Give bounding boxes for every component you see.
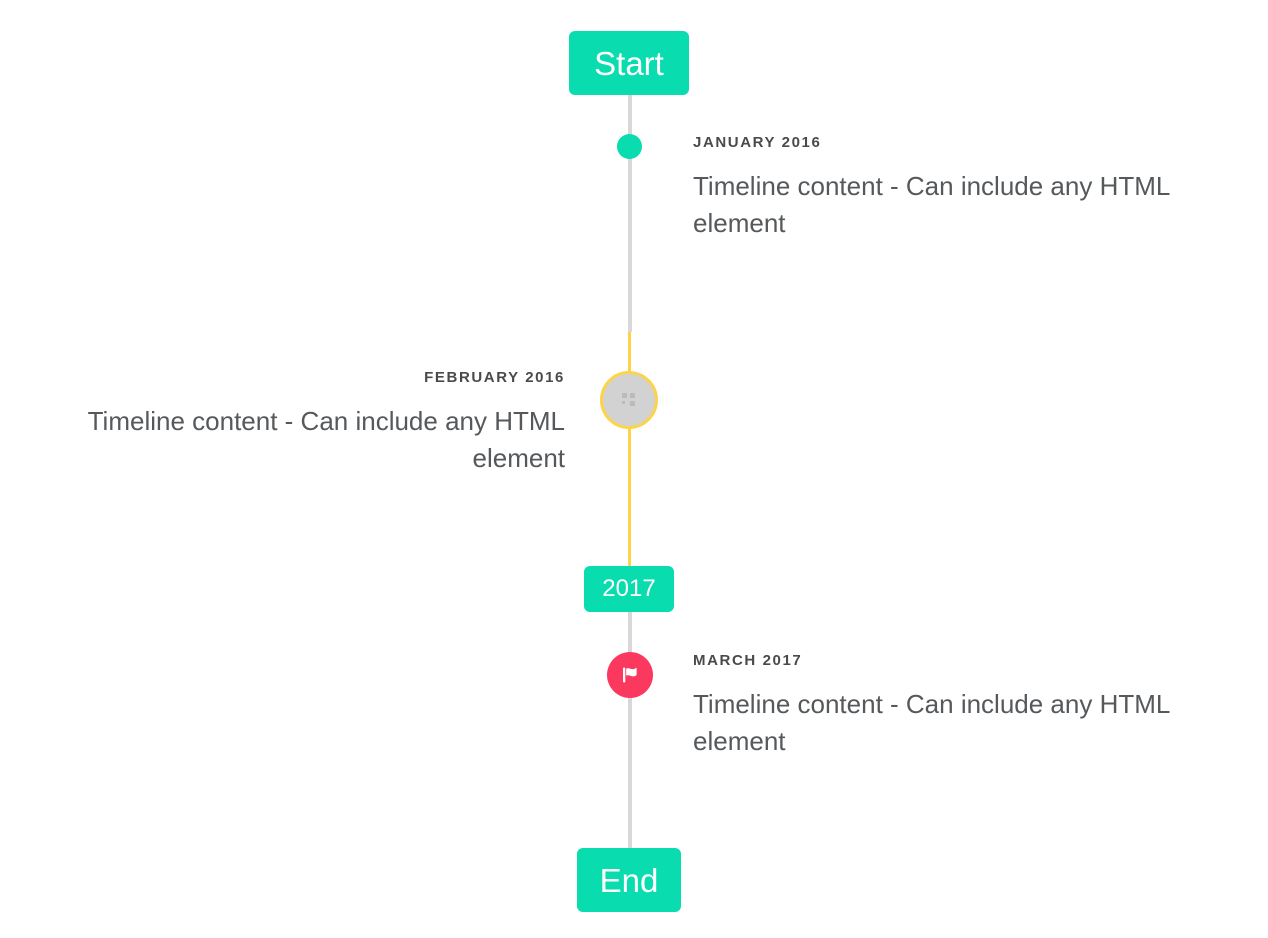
timeline-line-segment-active [628,332,631,566]
placeholder-glyph-icon [622,393,635,406]
timeline-entry-body: Timeline content - Can include any HTML … [87,406,565,473]
timeline-entry-march: MARCH 2017 Timeline content - Can includ… [693,653,1223,760]
timeline-line-segment-bottom [628,612,632,852]
timeline-entry-body: Timeline content - Can include any HTML … [693,171,1170,238]
timeline-entry-date: JANUARY 2016 [693,134,822,151]
timeline-marker-dot-january[interactable] [617,134,642,159]
timeline-entry-january: JANUARY 2016 Timeline content - Can incl… [693,135,1223,242]
timeline-entry-february: FEBRUARY 2016 Timeline content - Can inc… [20,370,565,477]
timeline-line-segment-top [628,95,632,332]
flag-icon [623,667,637,683]
timeline-start-badge[interactable]: Start [569,31,689,95]
timeline-entry-date: FEBRUARY 2016 [424,369,565,386]
timeline-marker-flag-march[interactable] [607,652,653,698]
timeline-entry-date: MARCH 2017 [693,652,803,669]
timeline-entry-body: Timeline content - Can include any HTML … [693,689,1170,756]
timeline-end-badge[interactable]: End [577,848,681,912]
timeline-marker-pending-february[interactable] [600,371,658,429]
timeline-year-badge[interactable]: 2017 [584,566,674,612]
